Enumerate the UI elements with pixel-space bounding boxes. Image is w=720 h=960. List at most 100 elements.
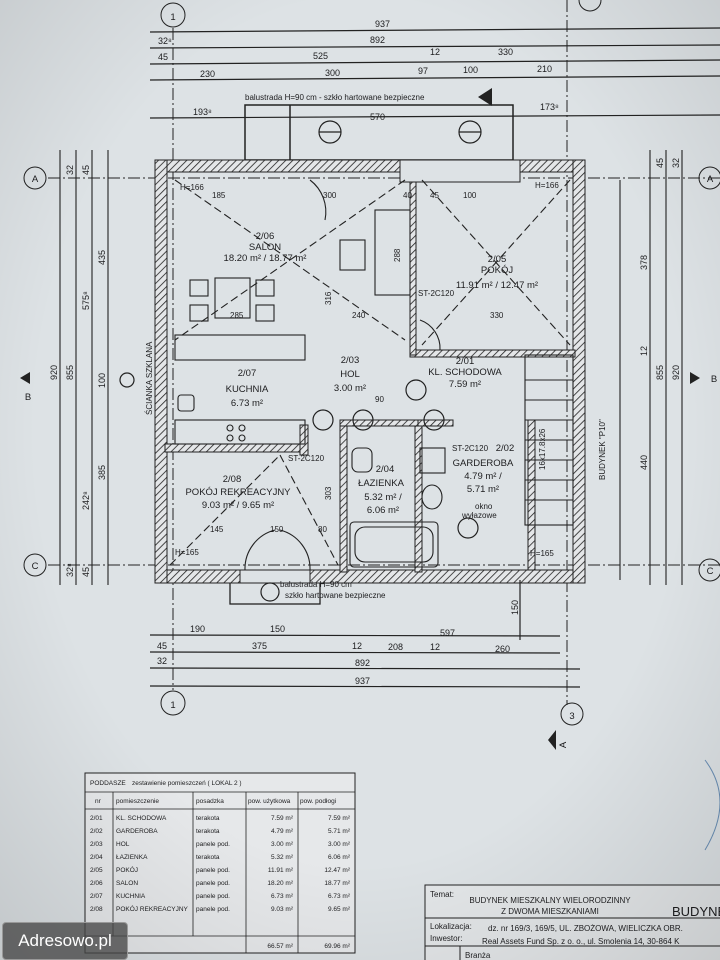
dim-300: 300 bbox=[325, 68, 340, 78]
dim-937: 937 bbox=[375, 19, 390, 29]
row-floor: terakota bbox=[196, 815, 220, 822]
room-2-08-area: 9.03 m² / 9.65 m² bbox=[202, 500, 274, 511]
room-2-01-nr: 2/01 bbox=[456, 356, 475, 367]
row-nr: 2/03 bbox=[90, 841, 103, 848]
dim-left-32: 32 bbox=[65, 165, 75, 175]
row-usable: 7.59 m² bbox=[271, 815, 294, 822]
room-2-01-name: KL. SCHODOWA bbox=[428, 367, 502, 378]
stamp-edge bbox=[704, 759, 720, 851]
dim-90: 90 bbox=[375, 395, 384, 404]
watermark-logo: Adresowo.pl bbox=[2, 922, 128, 960]
dim-185: 185 bbox=[212, 191, 226, 200]
room-2-02-name: GARDEROBA bbox=[453, 458, 514, 469]
axis-c: C bbox=[32, 561, 39, 572]
row-room: HOL bbox=[116, 841, 130, 848]
dim-right-32: 32 bbox=[671, 158, 681, 168]
note-glass-wall: ŚCIANKA SZKLANA bbox=[145, 341, 154, 415]
inwestor-value: Real Assets Fund Sp. z o. o., ul. Smolen… bbox=[482, 937, 680, 946]
room-2-01-area: 7.59 m² bbox=[449, 379, 481, 390]
dim-left-32b: 32⁸ bbox=[65, 563, 75, 577]
table-subtitle: zestawienie pomieszczeń ( LOKAL 2 ) bbox=[132, 780, 242, 787]
axis-c-right: C bbox=[707, 566, 714, 577]
axis-a: A bbox=[32, 174, 39, 185]
dim-45: 45 bbox=[158, 52, 168, 62]
row-floor-area: 5.71 m² bbox=[328, 828, 351, 835]
room-2-04-nr: 2/04 bbox=[376, 464, 395, 475]
dim-892: 892 bbox=[370, 35, 385, 45]
dim-40: 40 bbox=[403, 191, 412, 200]
dim-b-892: 892 bbox=[355, 658, 370, 668]
temat-label: Temat: bbox=[430, 890, 454, 899]
dim-32: 32⁸ bbox=[158, 36, 172, 46]
row-usable: 3.00 m² bbox=[271, 841, 294, 848]
dim-left-242: 242⁸ bbox=[81, 491, 91, 510]
dim-inner-45: 45 bbox=[430, 191, 439, 200]
dim-b-150: 150 bbox=[270, 624, 285, 634]
dim-100: 100 bbox=[463, 65, 478, 75]
row-nr: 2/01 bbox=[90, 815, 103, 822]
branza-label: Branża bbox=[465, 951, 491, 960]
dim-330: 330 bbox=[498, 47, 513, 57]
dim-b-45: 45 bbox=[157, 641, 167, 651]
table-header-nr: nr bbox=[95, 798, 102, 805]
dim-150: 150 bbox=[270, 525, 284, 534]
row-usable: 9.03 m² bbox=[271, 906, 294, 913]
row-usable: 4.79 m² bbox=[271, 828, 294, 835]
axis-3-bottom: 3 bbox=[569, 711, 574, 722]
room-2-04-area2: 6.06 m² bbox=[367, 505, 399, 516]
dim-left-45: 45 bbox=[81, 165, 91, 175]
dim-inner-300: 300 bbox=[323, 191, 337, 200]
dim-b-597: 597 bbox=[440, 628, 455, 638]
table-total-usable: 66.57 m² bbox=[267, 943, 293, 950]
note-st-1: ST-2C120 bbox=[418, 289, 455, 298]
row-nr: 2/07 bbox=[90, 893, 103, 900]
balustrade-arrow bbox=[478, 88, 492, 106]
room-2-04-area: 5.32 m² / bbox=[364, 492, 402, 503]
dim-right-440: 440 bbox=[639, 455, 649, 470]
dim-inner-100: 100 bbox=[463, 191, 477, 200]
room-2-02-area: 4.79 m² / bbox=[464, 471, 502, 482]
table-total-floor: 69.96 m² bbox=[324, 943, 350, 950]
inwestor-label: Inwestor: bbox=[430, 934, 462, 943]
row-nr: 2/06 bbox=[90, 880, 103, 887]
table-header-room: pomieszczenie bbox=[116, 798, 159, 805]
plan-annotations: H=166 H=166 H=165 H=165 ST-2C120 ST-2C12… bbox=[145, 181, 607, 600]
row-floor: panele pod. bbox=[196, 906, 230, 913]
dim-97: 97 bbox=[418, 66, 428, 76]
row-floor: panele pod. bbox=[196, 867, 230, 874]
row-usable: 11.91 m² bbox=[268, 867, 294, 874]
row-floor-area: 6.06 m² bbox=[328, 854, 351, 861]
dim-145: 145 bbox=[210, 525, 224, 534]
row-floor-area: 18.77 m² bbox=[324, 880, 350, 887]
row-floor-area: 9.65 m² bbox=[328, 906, 351, 913]
section-b-arrow-right bbox=[690, 372, 700, 384]
dim-b-32: 32 bbox=[157, 656, 167, 666]
table-header-floor: posadzka bbox=[196, 798, 224, 805]
dim-b-208: 208 bbox=[388, 642, 403, 652]
dim-right-855: 855 bbox=[655, 365, 665, 380]
row-room: POKÓJ bbox=[116, 865, 138, 874]
kitchen-island bbox=[174, 334, 306, 361]
temat-line-1: BUDYNEK MIESZKALNY WIELORODZINNY bbox=[469, 896, 631, 905]
balustrade-note-bottom-1: balustrada H=90 cm bbox=[280, 580, 352, 589]
row-room: ŁAZIENKA bbox=[116, 854, 148, 861]
room-2-08-name: POKÓJ REKREACYJNY bbox=[185, 487, 291, 498]
bottom-dimensions: 190 150 597 45 375 12 208 12 260 32 892 … bbox=[157, 600, 520, 686]
room-2-02-area2: 5.71 m² bbox=[467, 484, 499, 495]
dim-left-575: 575⁸ bbox=[81, 291, 91, 310]
row-floor: panele pod. bbox=[196, 841, 230, 848]
dim-525: 525 bbox=[313, 51, 328, 61]
row-floor-area: 7.59 m² bbox=[328, 815, 351, 822]
room-2-04-name: ŁAZIENKA bbox=[358, 478, 405, 489]
section-b-arrow-left bbox=[20, 372, 30, 384]
walls bbox=[154, 159, 586, 584]
note-building: BUDYNEK "P10" bbox=[598, 419, 607, 480]
row-room: KUCHNIA bbox=[116, 893, 146, 900]
dim-left-920: 920 bbox=[49, 365, 59, 380]
table-header-usable: pow. użytkowa bbox=[248, 798, 291, 805]
room-2-05-area: 11.91 m² / 12.47 m² bbox=[456, 280, 538, 291]
dim-570: 570 bbox=[370, 112, 385, 122]
row-floor: panele pod. bbox=[196, 880, 230, 887]
dim-193: 193⁸ bbox=[193, 107, 212, 117]
note-st-3: ST-2C120 bbox=[452, 444, 489, 453]
